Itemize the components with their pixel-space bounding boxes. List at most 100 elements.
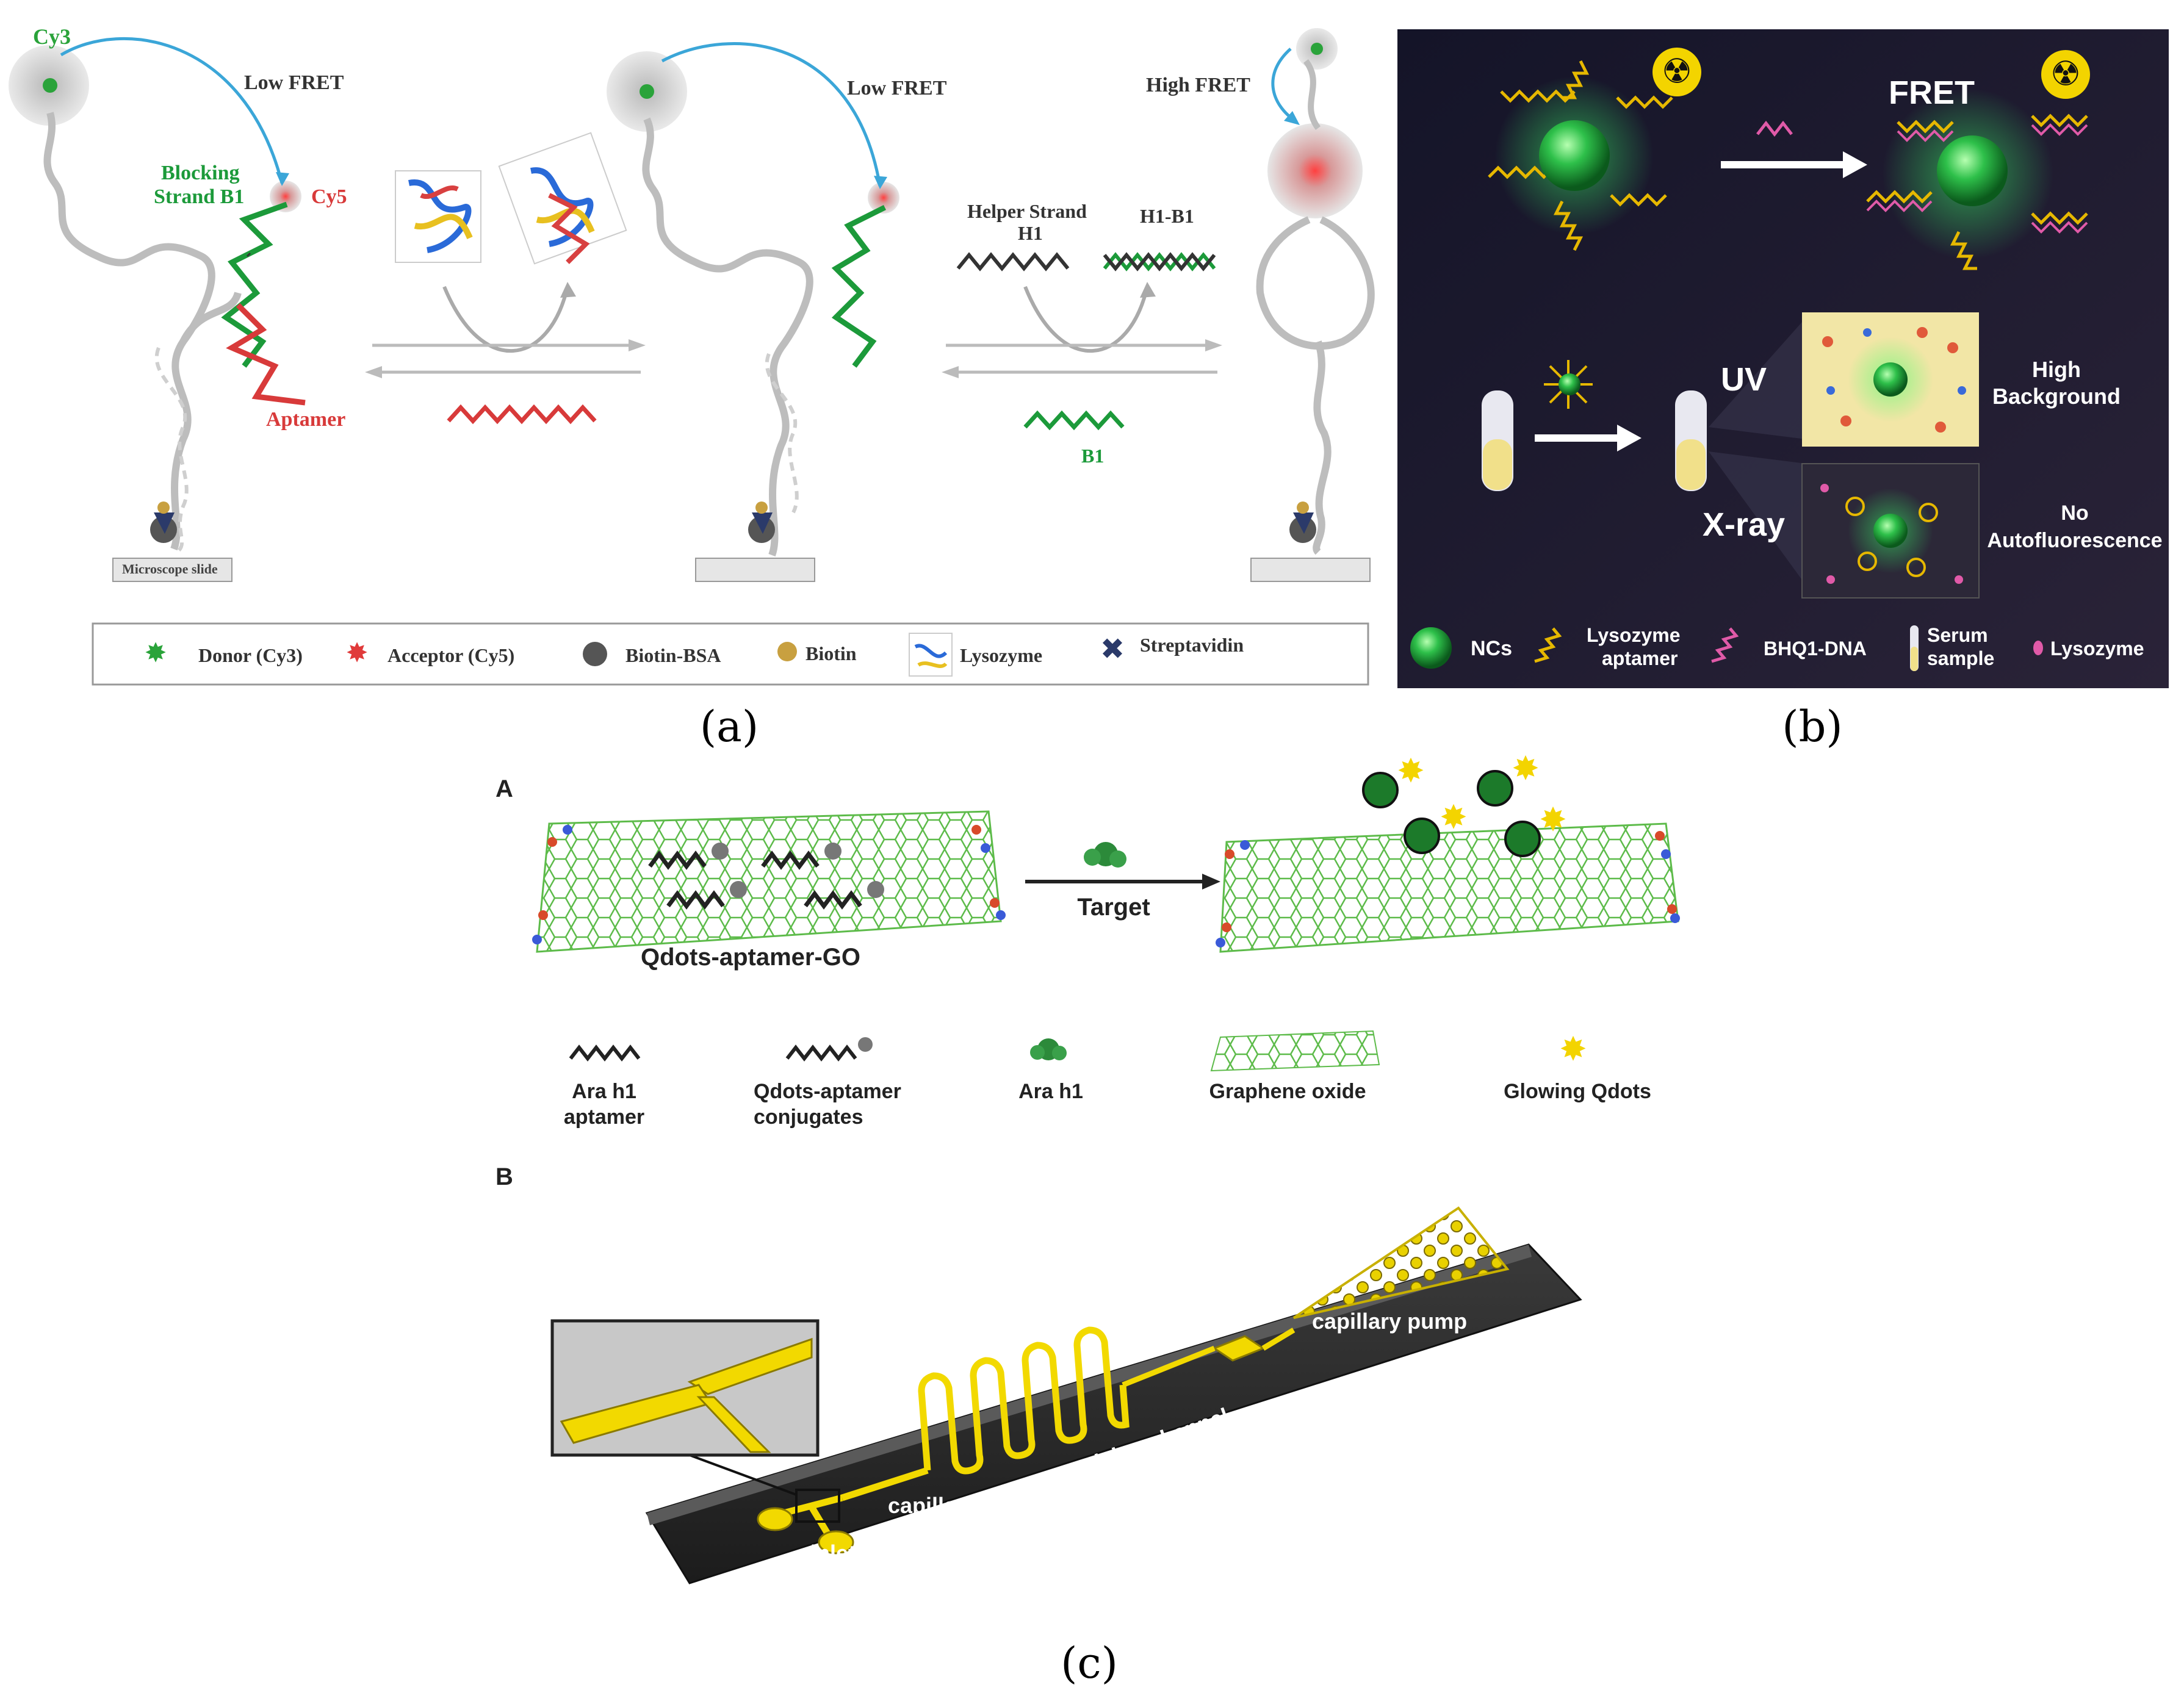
label-xray: X-ray [1703,506,1785,543]
released-b1 [1023,410,1125,431]
panel-a: Cy3 Low FRET Cy5 Blocking Strand B1 Apta… [9,24,1375,752]
panel-a-hairpin-2 [607,42,899,582]
label-cy5: Cy5 [311,185,347,208]
label-aptamer: Aptamer [266,408,345,431]
legend-biotin: Biotin [805,642,857,664]
svg-text:✸: ✸ [1512,750,1539,787]
qdots-aptamer-legend-icon [785,1044,857,1062]
label-microscope-slide: Microscope slide [122,561,218,577]
streptavidin-1 [154,512,175,534]
legend-ncs: NCs [1471,637,1512,660]
label-b1: B1 [1081,445,1104,467]
bhq1-dna-arrow-label [1756,120,1793,137]
legend-serum-1: Serum [1927,624,1988,646]
graphene-oxide-legend-icon [1210,1030,1380,1072]
cy3-dot-1 [43,78,57,93]
radiation-icon-2 [2041,50,2090,99]
acceptor-icon: ✸ [346,638,369,668]
legend-glowing: Glowing Qdots [1504,1080,1651,1103]
svg-text:☢: ☢ [2050,54,2081,93]
panel-c: A Qdots-aptamer-GO Target ✸ ✸ [496,750,1680,1688]
legend-bhq1: BHQ1-DNA [1764,638,1867,660]
nc-legend-icon [1410,627,1452,669]
label-helper-strand-1: Helper Strand [967,200,1087,222]
legend-lyso-apt-2: aptamer [1602,647,1678,669]
glowing-qdots-released: ✸ ✸ ✸ ✸ [1362,750,1567,857]
inlet-1 [757,1507,793,1531]
svg-text:✸: ✸ [1440,799,1467,836]
nc-small [1544,360,1593,409]
panel-a-legend-box [92,622,1369,686]
legend-go: Graphene oxide [1209,1080,1366,1103]
released-aptamer [447,404,597,425]
legend-lysozyme: Lysozyme [960,644,1042,666]
lysozyme-binding-step [365,132,646,425]
svg-text:✸: ✸ [1539,802,1566,838]
helper-strand-h1 [956,252,1070,271]
dna-backbone-1 [43,112,215,551]
label-inlets: inlets [810,1540,868,1566]
nc-with-aptamers [1488,60,1673,251]
helper-strand-step [942,252,1222,431]
mixing-channel [918,1326,1130,1475]
aptamer-legend-icon-c [569,1044,641,1062]
label-h1-b1: H1-B1 [1140,205,1194,227]
label-no-auto-2: Autofluorescence [1987,529,2162,552]
aptamer-legend-icon [1534,627,1562,663]
panel-a-hairpin-3 [1250,28,1375,582]
nc-ball-2 [1937,135,2008,206]
h1-b1-duplex [1103,252,1216,271]
legend-lyso-apt-1: Lysozyme [1587,624,1681,646]
go-sheet-right [1216,822,1680,953]
caption-a: (a) [700,702,759,752]
capillary-pump [1292,1206,1510,1319]
legend-qdots-2: conjugates [754,1105,863,1129]
lysozyme-legend-icon [2033,641,2043,655]
fret-arrow-1 [60,37,284,184]
bhq1-legend-icon [1711,627,1739,663]
streptavidin-icon: ✖ [1100,633,1125,666]
go-sheet-left [532,810,1006,953]
legend-ara-h1: Ara h1 [1018,1080,1083,1103]
caption-b: (b) [1782,702,1842,752]
label-no-auto-1: No [2061,501,2088,525]
label-blocking-strand-2: Strand B1 [154,185,244,208]
cy5-high-fret [1267,123,1363,218]
legend-qdots-1: Qdots-aptamer [754,1080,901,1103]
legend-streptavidin: Streptavidin [1140,634,1244,656]
ara-h1-legend-icon [1030,1038,1067,1060]
label-cy3: Cy3 [33,24,71,49]
ara-h1-target-icon [1084,842,1126,868]
label-section-A: A [496,775,513,802]
label-uv: UV [1721,361,1767,398]
label-low-fret-2: Low FRET [847,77,947,99]
microscope-slide-1 [112,558,232,582]
label-high-bg-1: High [2032,357,2081,382]
legend-lysozyme-b: Lysozyme [2050,638,2144,660]
label-sensing-well: sensing well [1114,1292,1245,1317]
svg-text:✸: ✸ [1397,753,1424,789]
label-capillary-pump: capillary pump [1312,1309,1467,1334]
radiation-icon-1 [1652,48,1701,96]
nc-fret-complex [1866,88,2088,270]
label-target: Target [1077,894,1150,921]
binding-curve-arrow [442,286,569,353]
legend-acceptor: Acceptor (Cy5) [387,644,514,666]
legend-biotin-bsa: Biotin-BSA [625,644,721,666]
aptamer-strand [226,303,306,406]
legend-ara-apt-2: aptamer [564,1105,644,1129]
legend-serum-2: sample [1927,647,1994,669]
label-qdots-go: Qdots-aptamer-GO [641,944,860,971]
legend-donor: Donor (Cy3) [198,644,303,666]
biotin-bsa-icon [583,642,607,666]
panel-a-hairpin-1 [9,37,306,582]
svg-text:☢: ☢ [1662,52,1692,90]
legend-ara-apt-1: Ara h1 [572,1080,636,1103]
nc-ball-1 [1539,120,1610,191]
label-low-fret-1: Low FRET [244,71,344,94]
glowing-qdot-legend-icon: ✸ [1559,1031,1587,1068]
label-helper-strand-2: H1 [1018,222,1043,244]
microfluidic-chip [550,1206,1582,1584]
caption-c: (c) [1061,1638,1118,1688]
